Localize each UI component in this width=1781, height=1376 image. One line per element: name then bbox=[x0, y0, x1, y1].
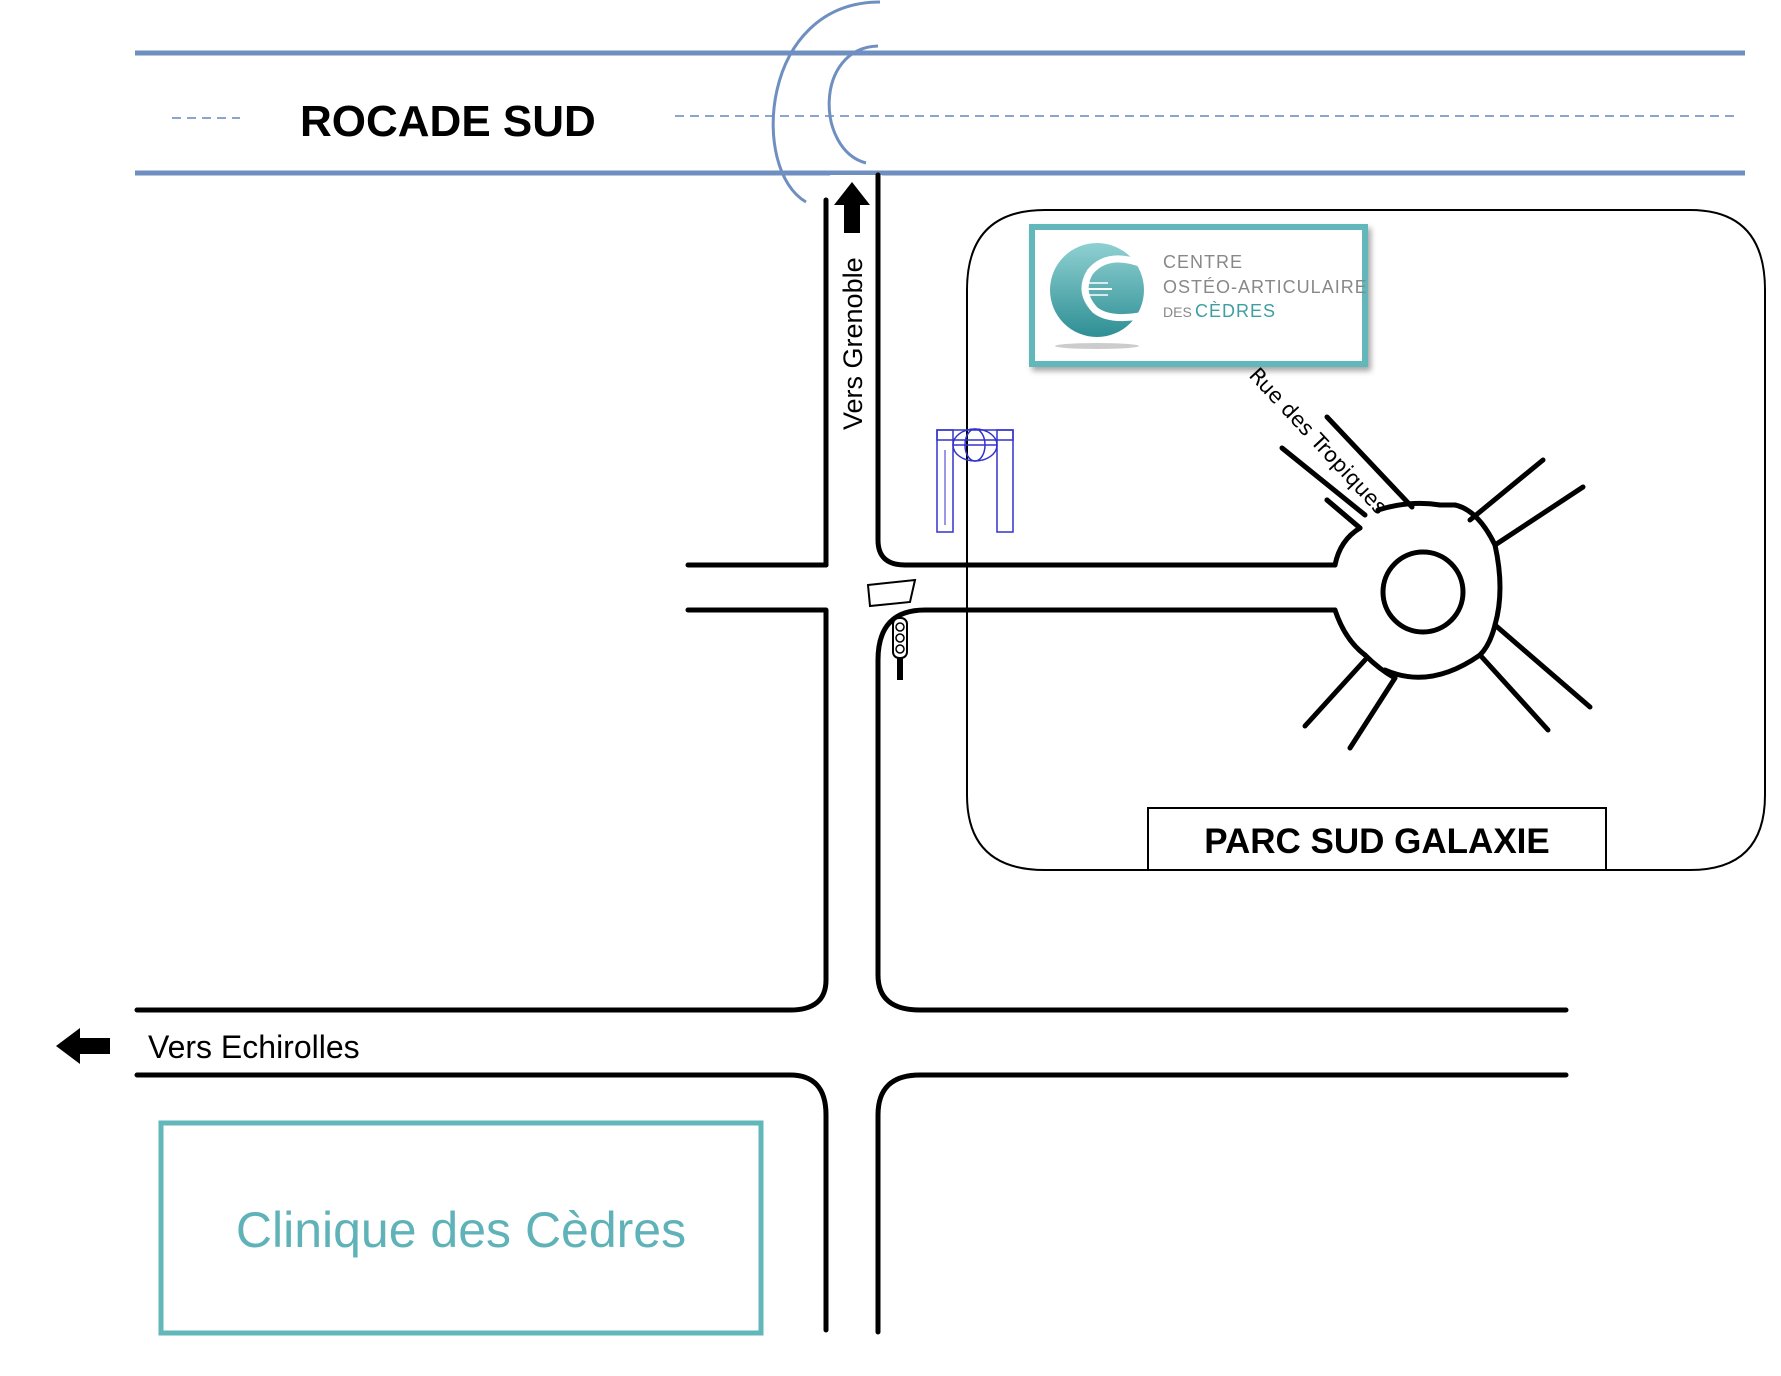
parc-label: PARC SUD GALAXIE bbox=[1204, 822, 1550, 861]
logo-line3-prefix: DES bbox=[1163, 304, 1192, 320]
logo-line1: CENTRE bbox=[1163, 252, 1243, 272]
north-direction-label: Vers Grenoble bbox=[838, 257, 868, 430]
arrow-up-icon bbox=[834, 182, 870, 233]
road-edge bbox=[134, 1072, 829, 1333]
clinic-box bbox=[158, 1120, 764, 1336]
roundabout bbox=[1279, 414, 1593, 751]
highway-rocade-sud bbox=[135, 50, 1745, 176]
clinic-label: Clinique des Cèdres bbox=[236, 1202, 686, 1258]
parc-sud-galaxie-building-icon bbox=[936, 428, 1014, 533]
traffic-light-icon bbox=[892, 617, 908, 680]
road-edge bbox=[875, 172, 1051, 568]
logo-line2: OSTÉO-ARTICULAIRE bbox=[1163, 277, 1368, 297]
arrow-left-icon bbox=[56, 1028, 110, 1064]
centre-osteo-articulaire-logo: CENTRE OSTÉO-ARTICULAIRE DES CÈDRES bbox=[1029, 224, 1368, 367]
side-street-label: Rue des Tropiques bbox=[1244, 363, 1392, 519]
parc-sud-galaxie-zone bbox=[966, 209, 1766, 871]
road-edge bbox=[134, 607, 829, 1013]
highway-label: ROCADE SUD bbox=[300, 97, 596, 146]
logo-line3-name: CÈDRES bbox=[1195, 301, 1276, 321]
traffic-island bbox=[866, 578, 917, 608]
road-edge bbox=[875, 607, 1338, 663]
main-road bbox=[134, 172, 1569, 1335]
road-edge bbox=[875, 657, 1569, 1013]
parc-label-box bbox=[1147, 807, 1607, 871]
west-direction-label: Vers Echirolles bbox=[148, 1029, 360, 1065]
road-edge bbox=[875, 1072, 1569, 1335]
